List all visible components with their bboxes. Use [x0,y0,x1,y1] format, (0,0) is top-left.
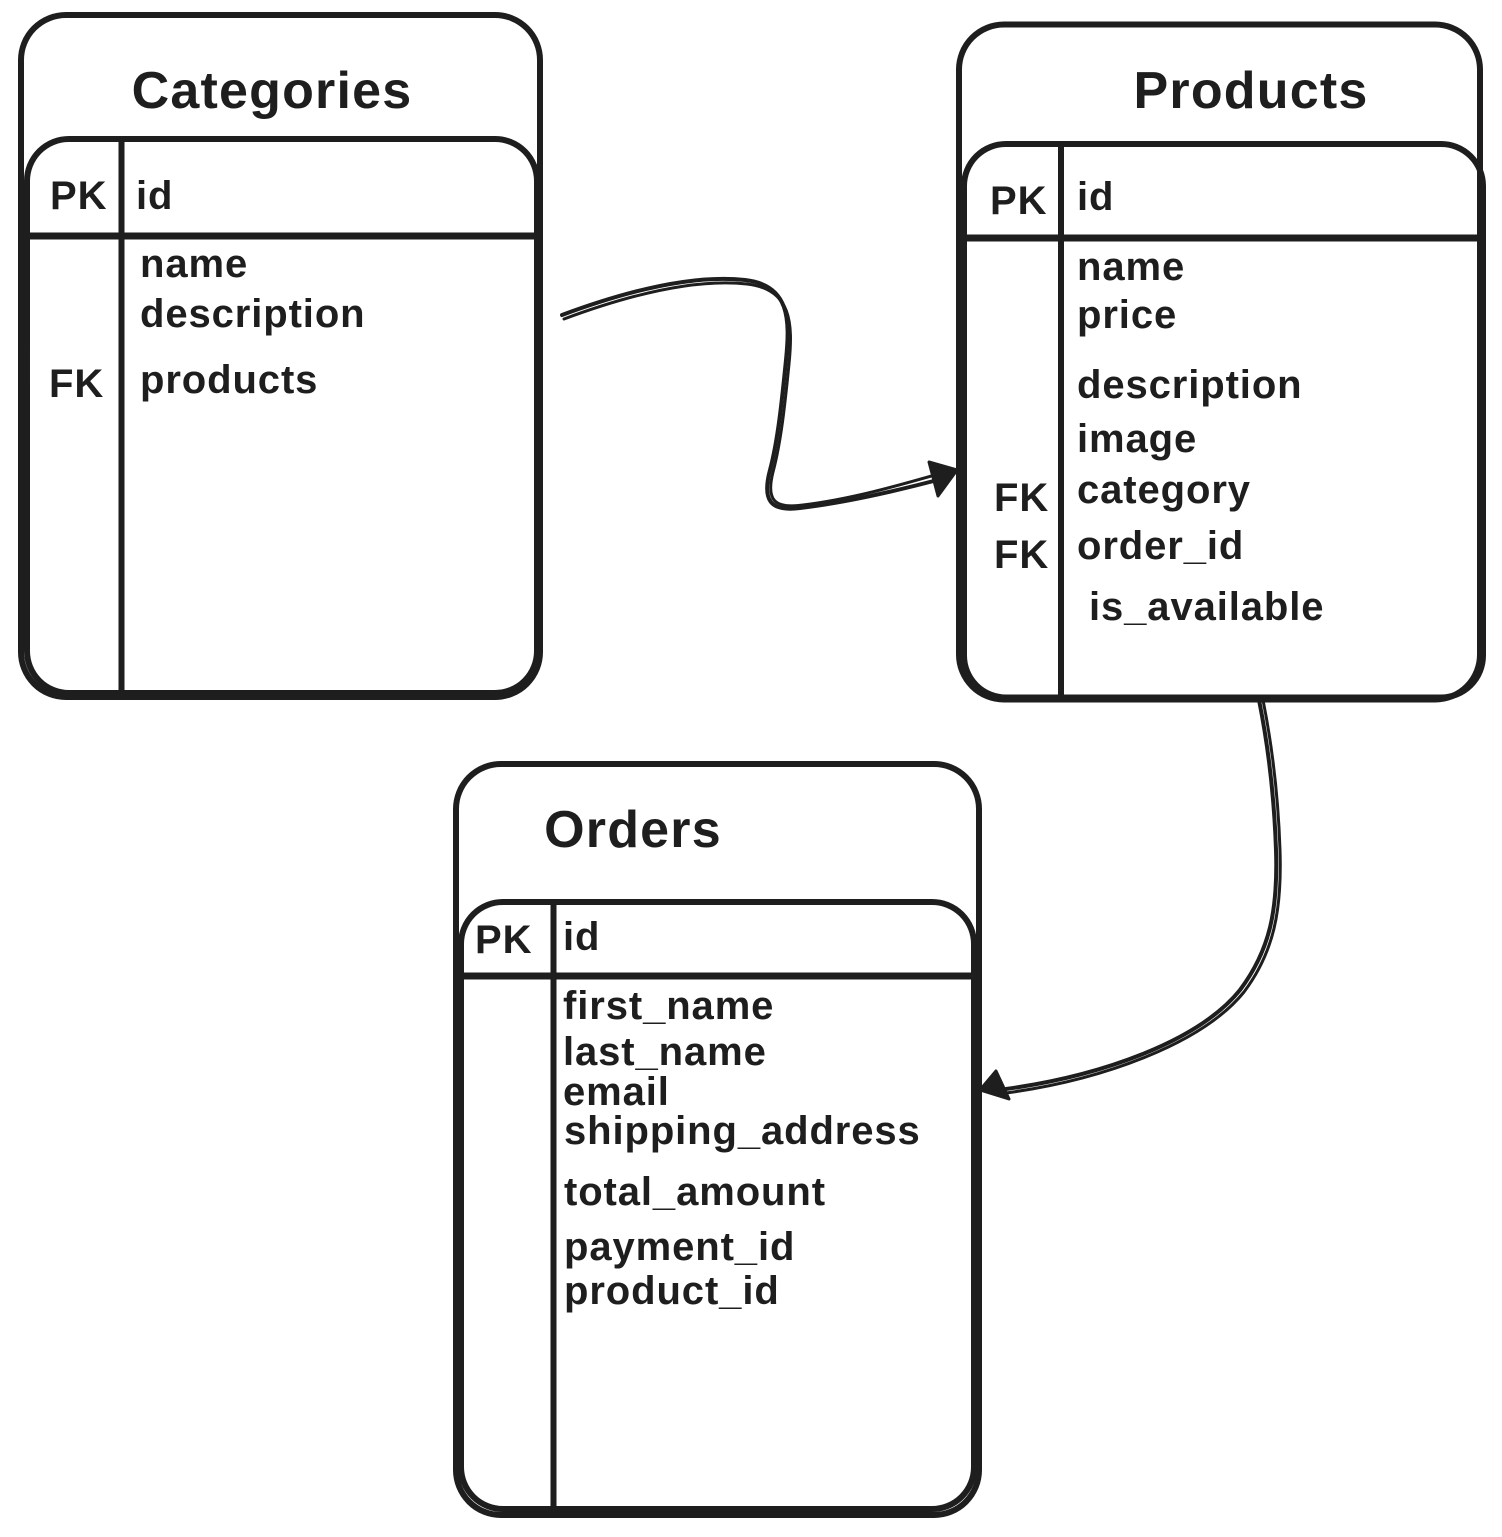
svg-text:FK: FK [994,476,1049,520]
svg-text:FK: FK [994,533,1049,577]
svg-text:products: products [140,358,318,402]
svg-text:order_id: order_id [1077,524,1244,568]
svg-text:PK: PK [50,174,107,218]
svg-text:description: description [140,292,366,336]
svg-text:Orders: Orders [544,801,722,859]
svg-text:product_id: product_id [564,1269,780,1313]
svg-text:description: description [1077,363,1303,407]
svg-text:id: id [1077,175,1114,219]
svg-text:last_name: last_name [563,1030,767,1074]
svg-text:PK: PK [990,179,1047,223]
svg-text:Products: Products [1134,62,1369,120]
svg-text:email: email [563,1070,670,1114]
svg-text:image: image [1077,417,1197,461]
svg-text:FK: FK [49,362,104,406]
svg-text:total_amount: total_amount [564,1170,826,1214]
svg-text:category: category [1077,468,1251,512]
svg-text:is_available: is_available [1089,585,1324,629]
svg-text:name: name [140,242,248,286]
svg-text:payment_id: payment_id [564,1225,795,1269]
svg-text:Categories: Categories [132,62,413,120]
svg-text:price: price [1077,293,1177,337]
svg-text:PK: PK [475,918,532,962]
svg-text:id: id [563,915,600,959]
svg-text:first_name: first_name [563,984,774,1028]
svg-text:name: name [1077,245,1185,289]
svg-text:id: id [136,174,173,218]
svg-text:shipping_address: shipping_address [564,1109,921,1153]
